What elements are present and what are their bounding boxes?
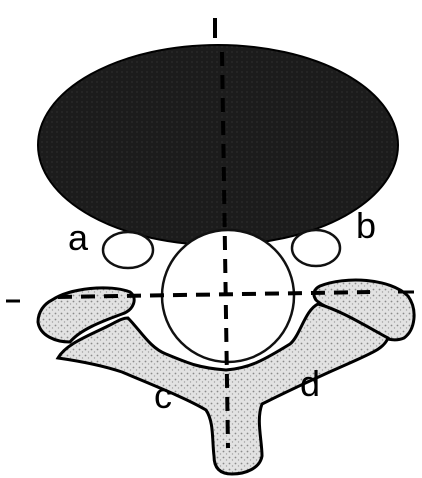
label-c: c	[154, 375, 172, 416]
small-circle-right	[292, 230, 340, 266]
small-circle-left	[103, 232, 153, 268]
vertebral-body	[38, 45, 398, 245]
label-b: b	[356, 205, 376, 246]
label-d: d	[300, 363, 320, 404]
label-a: a	[68, 217, 89, 258]
